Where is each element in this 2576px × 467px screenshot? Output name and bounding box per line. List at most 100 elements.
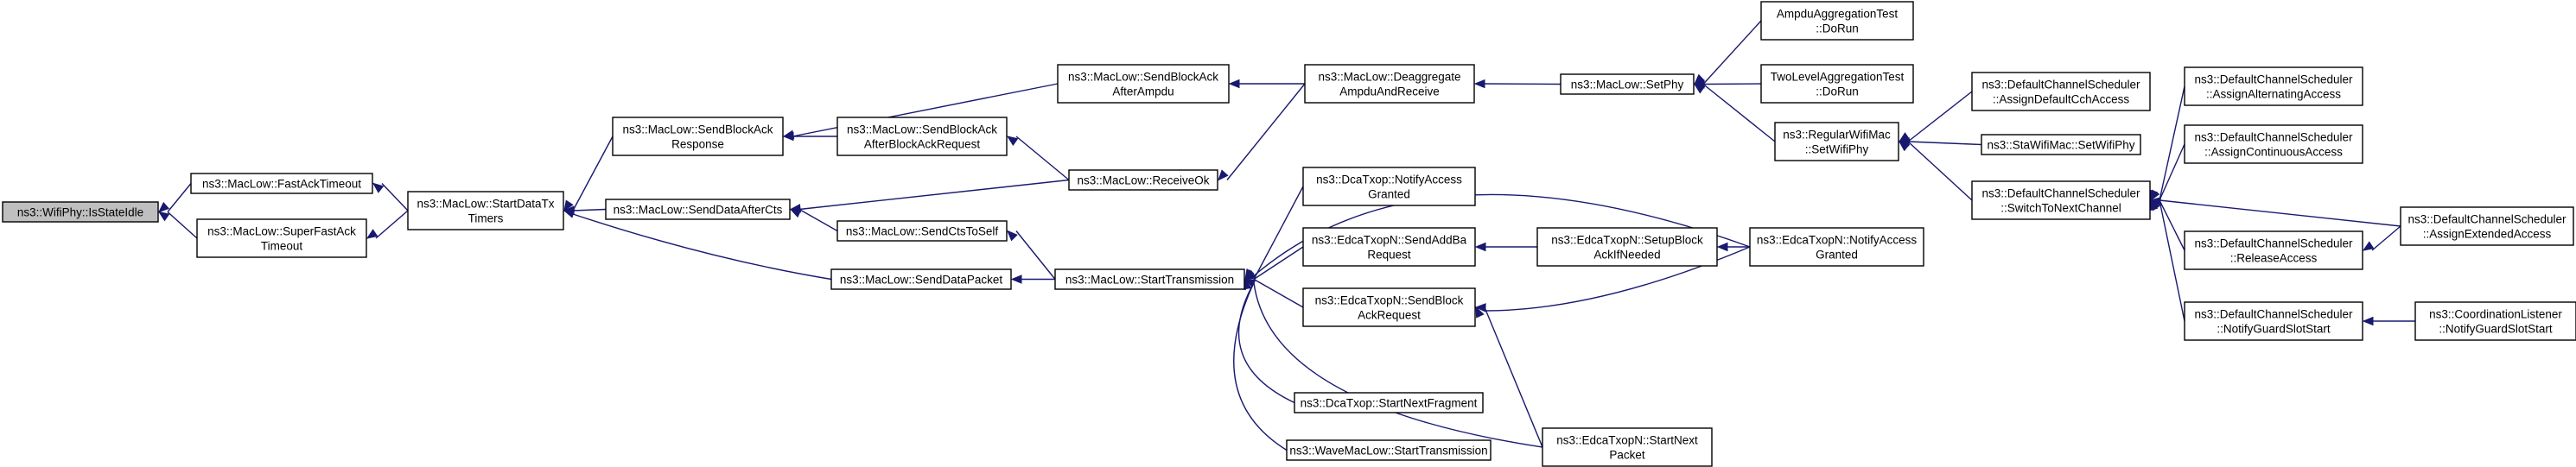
node-label: ns3::WifiPhy::IsStateIdle: [17, 206, 143, 219]
node-box[interactable]: [1760, 64, 1914, 104]
node-dcastartnextfragment[interactable]: ns3::DcaTxop::StartNextFragment: [1294, 392, 1484, 413]
node-notifyguardslotstart[interactable]: ns3::DefaultChannelScheduler::NotifyGuar…: [2184, 301, 2363, 341]
node-box[interactable]: [2184, 66, 2363, 106]
node-box[interactable]: [190, 173, 373, 194]
node-label: AfterAmpdu: [1112, 85, 1174, 98]
edge-edcastartnextpacket-to-edcasendblockackrequest: [1475, 306, 1543, 448]
node-box[interactable]: [2414, 301, 2576, 341]
edge-line: [2159, 85, 2185, 201]
node-ampduaggregationtest[interactable]: AmpduAggregationTest::DoRun: [1760, 1, 1914, 41]
node-label: ns3::EdcaTxopN::StartNext: [1556, 434, 1698, 447]
edge-line: [2371, 225, 2401, 251]
node-box[interactable]: [1294, 392, 1484, 413]
node-box[interactable]: [1971, 180, 2151, 220]
node-assignextendedaccess[interactable]: ns3::DefaultChannelScheduler::AssignExte…: [2400, 206, 2574, 246]
node-isstateidle[interactable]: ns3::WifiPhy::IsStateIdle: [2, 201, 159, 223]
node-box[interactable]: [836, 117, 1008, 156]
node-box[interactable]: [836, 220, 1008, 242]
node-label: ns3::DefaultChannelScheduler: [2194, 73, 2353, 86]
node-box[interactable]: [1536, 227, 1718, 267]
edge-assignextendedaccess-to-switchtonextchannel: [2149, 196, 2401, 227]
node-assigndefaultcchaccess[interactable]: ns3::DefaultChannelScheduler::AssignDefa…: [1971, 72, 2151, 111]
node-label: ns3::EdcaTxopN::NotifyAccess: [1757, 234, 1918, 247]
node-sendctstoself[interactable]: ns3::MacLow::SendCtsToSelf: [836, 220, 1008, 242]
node-box[interactable]: [2184, 301, 2363, 341]
node-receiveok[interactable]: ns3::MacLow::ReceiveOk: [1068, 169, 1218, 191]
edge-senddatapacket-to-startdatatxtimers: [563, 209, 832, 281]
node-box[interactable]: [830, 268, 1012, 290]
node-box[interactable]: [1542, 427, 1713, 467]
edge-arrowhead: [1474, 242, 1486, 252]
node-box[interactable]: [1054, 268, 1245, 290]
node-box[interactable]: [1286, 439, 1492, 461]
edge-line: [798, 208, 838, 232]
node-stawifimacsetwifiphy[interactable]: ns3::StaWifiMac::SetWifiPhy: [1981, 134, 2141, 155]
node-box[interactable]: [1971, 72, 2151, 111]
edge-arrowhead: [1218, 169, 1229, 181]
node-box[interactable]: [1302, 227, 1476, 267]
node-box[interactable]: [1760, 1, 1914, 41]
node-box[interactable]: [196, 218, 367, 258]
node-sendblockackafterblockackrequest[interactable]: ns3::MacLow::SendBlockAckAfterBlockAckRe…: [836, 117, 1008, 156]
edge-ampduaggregationtest-to-setphy: [1694, 20, 1762, 85]
edge-arrowhead: [1475, 306, 1485, 319]
node-starttransmission[interactable]: ns3::MacLow::StartTransmission: [1054, 268, 1245, 290]
node-box[interactable]: [2, 201, 159, 223]
node-box[interactable]: [1068, 169, 1218, 191]
node-label: ns3::DefaultChannelScheduler: [2407, 213, 2566, 226]
edge-arrowhead: [157, 211, 170, 222]
node-label: AckRequest: [1358, 309, 1421, 322]
node-box[interactable]: [1057, 64, 1230, 104]
node-regularwifimacsetwifiphy[interactable]: ns3::RegularWifiMac::SetWifiPhy: [1774, 122, 1899, 161]
node-box[interactable]: [1981, 134, 2141, 155]
edge-deaggregateampduandreceive-to-sendblockackafterampdu: [1228, 79, 1305, 89]
node-box[interactable]: [612, 117, 784, 156]
node-label: ::NotifyGuardSlotStart: [2439, 323, 2553, 336]
node-coordinationlistenernotifyguardslotstart[interactable]: ns3::CoordinationListener::NotifyGuardSl…: [2414, 301, 2576, 341]
edge-arrowhead: [366, 229, 378, 239]
edge-line: [1233, 282, 1288, 451]
node-senddataaftercts[interactable]: ns3::MacLow::SendDataAfterCts: [605, 199, 791, 220]
edge-arrowhead: [1716, 242, 1728, 252]
node-assigncontinuousaccess[interactable]: ns3::DefaultChannelScheduler::AssignCont…: [2184, 124, 2363, 164]
node-box[interactable]: [1749, 227, 1924, 267]
node-wavestarttransmission[interactable]: ns3::WaveMacLow::StartTransmission: [1286, 439, 1492, 461]
node-twolevelaggregationtest[interactable]: TwoLevelAggregationTest::DoRun: [1760, 64, 1914, 104]
node-switchtonextchannel[interactable]: ns3::DefaultChannelScheduler::SwitchToNe…: [1971, 180, 2151, 220]
node-box[interactable]: [2400, 206, 2574, 246]
node-box[interactable]: [2184, 124, 2363, 164]
node-box[interactable]: [1302, 287, 1476, 327]
node-label: ns3::MacLow::SuperFastAck: [207, 225, 356, 238]
edge-setphy-to-deaggregateampduandreceive: [1473, 79, 1562, 89]
node-box[interactable]: [605, 199, 791, 220]
node-box[interactable]: [1774, 122, 1899, 161]
edge-arrowhead: [563, 199, 574, 212]
node-label: ::AssignContinuousAccess: [2204, 146, 2343, 159]
edge-line: [1253, 186, 1304, 280]
node-fastacktimeout[interactable]: ns3::MacLow::FastAckTimeout: [190, 173, 373, 194]
node-box[interactable]: [2184, 230, 2363, 270]
node-assignalternatingaccess[interactable]: ns3::DefaultChannelScheduler::AssignAlte…: [2184, 66, 2363, 106]
node-releaseaccess[interactable]: ns3::DefaultChannelScheduler::ReleaseAcc…: [2184, 230, 2363, 270]
node-box[interactable]: [1302, 167, 1476, 206]
node-senddatapacket[interactable]: ns3::MacLow::SendDataPacket: [830, 268, 1012, 290]
edge-wavestarttransmission-to-starttransmission: [1233, 278, 1288, 451]
edge-arrowhead: [1228, 79, 1240, 89]
node-box[interactable]: [1560, 73, 1695, 95]
edge-arrowhead: [1243, 269, 1256, 281]
node-box[interactable]: [1304, 64, 1475, 104]
node-setphy[interactable]: ns3::MacLow::SetPhy: [1560, 73, 1695, 95]
node-box[interactable]: [407, 191, 564, 230]
